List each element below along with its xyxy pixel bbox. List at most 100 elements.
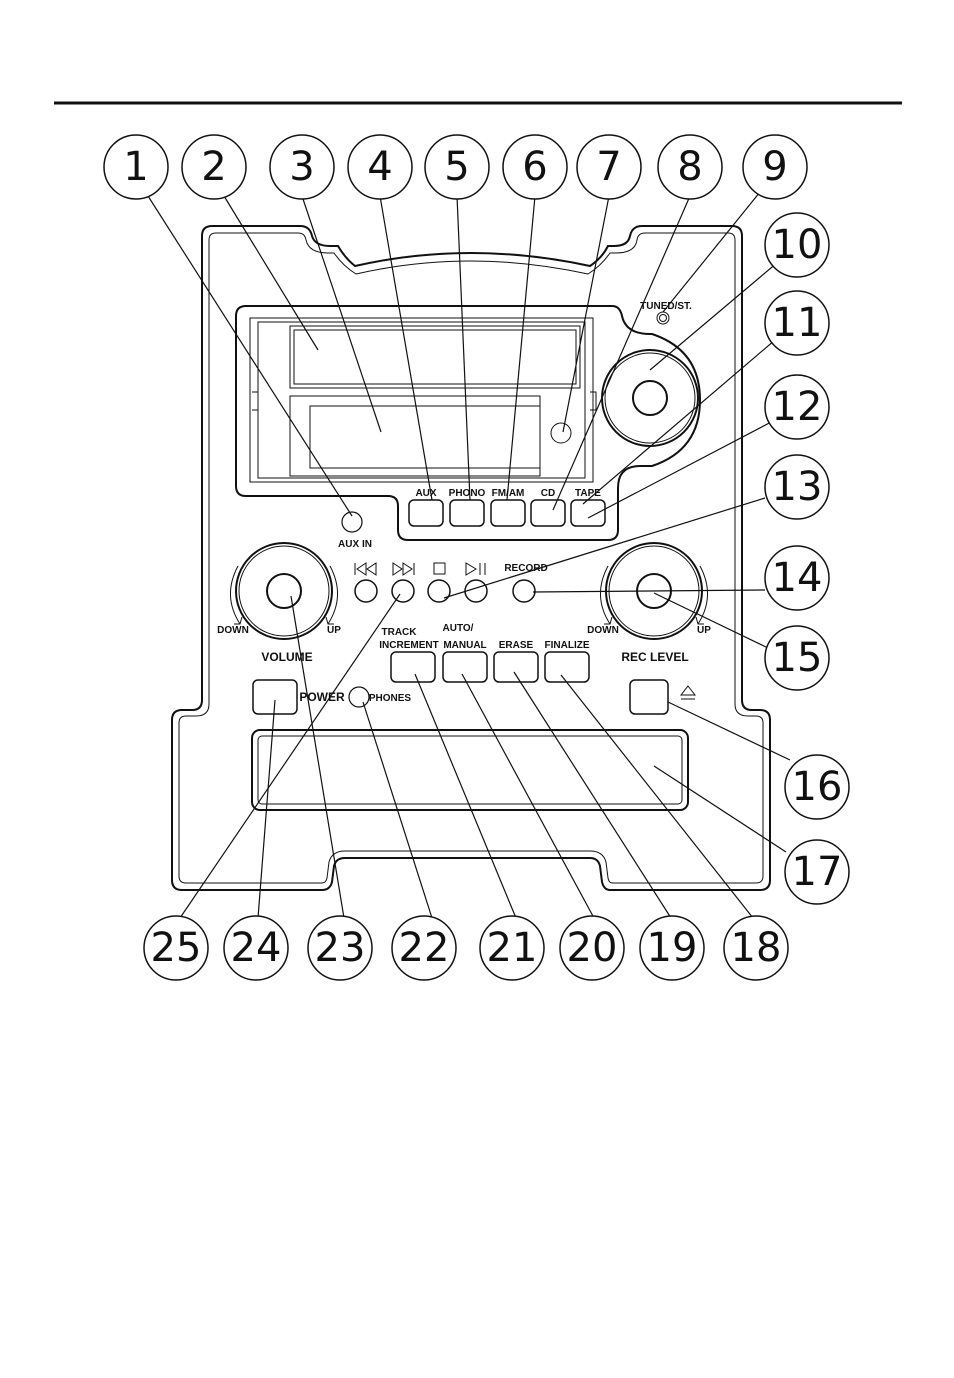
callout-7: 7 — [577, 135, 641, 199]
erase-button[interactable] — [494, 652, 538, 682]
callout-number: 19 — [647, 925, 698, 971]
phono-label: PHONO — [449, 488, 486, 499]
callout-number: 16 — [792, 764, 843, 810]
increment-label: INCREMENT — [379, 640, 438, 651]
power-label: POWER — [299, 690, 345, 704]
callout-number: 1 — [123, 144, 148, 190]
callout-number: 15 — [772, 635, 823, 681]
callout-14: 14 — [765, 546, 829, 610]
callout-number: 3 — [289, 144, 314, 190]
tuned-st-indicator — [657, 312, 669, 324]
callout-5: 5 — [425, 135, 489, 199]
callout-number: 25 — [151, 925, 202, 971]
callout-9: 9 — [743, 135, 807, 199]
callout-12: 12 — [765, 375, 829, 439]
phono-button[interactable] — [450, 500, 484, 526]
callout-15: 15 — [765, 626, 829, 690]
callout-number: 21 — [487, 925, 538, 971]
tape-label: TAPE — [575, 488, 601, 499]
next-track-icon — [393, 563, 414, 575]
callout-number: 8 — [677, 144, 702, 190]
power-button[interactable] — [253, 680, 297, 714]
callout-number: 23 — [315, 925, 366, 971]
callout-4: 4 — [348, 135, 412, 199]
prev-button[interactable] — [355, 580, 377, 602]
next-button[interactable] — [392, 580, 414, 602]
fm-am-button[interactable] — [491, 500, 525, 526]
cd-label: CD — [541, 488, 555, 499]
volume-knob[interactable] — [236, 543, 332, 639]
callout-6: 6 — [503, 135, 567, 199]
manual-label: MANUAL — [443, 640, 486, 651]
callout-16: 16 — [785, 755, 849, 819]
volume-up-label: UP — [327, 625, 341, 636]
aux-button[interactable] — [409, 500, 443, 526]
stop-button[interactable] — [428, 580, 450, 602]
callout-number: 24 — [231, 925, 282, 971]
callout-13: 13 — [765, 455, 829, 519]
display-upper-panel — [290, 326, 580, 388]
remote-sensor — [551, 423, 571, 443]
callout-number: 9 — [762, 144, 787, 190]
callout-17: 17 — [785, 840, 849, 904]
callout-number: 12 — [772, 384, 823, 430]
auto-label: AUTO/ — [443, 623, 474, 634]
erase-label: ERASE — [499, 640, 534, 651]
finalize-label: FINALIZE — [545, 640, 590, 651]
record-button[interactable] — [513, 580, 535, 602]
callout-24: 24 — [224, 916, 288, 980]
callout-number: 5 — [444, 144, 469, 190]
rec-level-label: REC LEVEL — [621, 650, 688, 664]
callout-22: 22 — [392, 916, 456, 980]
aux-in-label: AUX IN — [338, 539, 372, 550]
cdr-buttons: TRACK INCREMENT AUTO/ MANUAL ERASE FINAL… — [379, 623, 590, 682]
callout-2: 2 — [182, 135, 246, 199]
callout-number: 14 — [772, 555, 823, 601]
tuned-st-label: TUNED/ST. — [640, 301, 692, 312]
callout-10: 10 — [765, 213, 829, 277]
callout-number: 6 — [522, 144, 547, 190]
callout-20: 20 — [560, 916, 624, 980]
aux-label: AUX — [415, 488, 436, 499]
tape-button[interactable] — [571, 500, 605, 526]
callout-number: 7 — [596, 144, 621, 190]
display-lower-panel — [290, 396, 540, 476]
eject-icon — [681, 686, 695, 699]
callout-number: 11 — [772, 300, 823, 346]
finalize-button[interactable] — [545, 652, 589, 682]
callout-1: 1 — [104, 135, 168, 199]
callout-19: 19 — [640, 916, 704, 980]
callout-number: 13 — [772, 464, 823, 510]
rec-down-label: DOWN — [587, 625, 619, 636]
callout-number: 4 — [367, 144, 392, 190]
rec-up-label: UP — [697, 625, 711, 636]
play-pause-icon — [466, 563, 485, 575]
callout-number: 2 — [201, 144, 226, 190]
volume-down-label: DOWN — [217, 625, 249, 636]
auto-manual-button[interactable] — [443, 652, 487, 682]
prev-track-icon — [355, 563, 376, 575]
callout-number: 22 — [399, 925, 450, 971]
callout-number: 10 — [772, 222, 823, 268]
cd-button[interactable] — [531, 500, 565, 526]
callout-18: 18 — [724, 916, 788, 980]
callout-23: 23 — [308, 916, 372, 980]
eject-button[interactable] — [630, 680, 668, 714]
callout-11: 11 — [765, 291, 829, 355]
callout-3: 3 — [270, 135, 334, 199]
callout-8: 8 — [658, 135, 722, 199]
callout-number: 20 — [567, 925, 618, 971]
phones-jack[interactable] — [349, 687, 369, 707]
callout-25: 25 — [144, 916, 208, 980]
callout-number: 17 — [792, 849, 843, 895]
track-increment-button[interactable] — [391, 652, 435, 682]
callout-number: 18 — [731, 925, 782, 971]
track-label: TRACK — [382, 627, 418, 638]
callout-21: 21 — [480, 916, 544, 980]
phones-label: PHONES — [369, 693, 412, 704]
stop-icon — [434, 563, 445, 574]
tape-slot — [252, 730, 688, 810]
volume-label: VOLUME — [261, 650, 312, 664]
